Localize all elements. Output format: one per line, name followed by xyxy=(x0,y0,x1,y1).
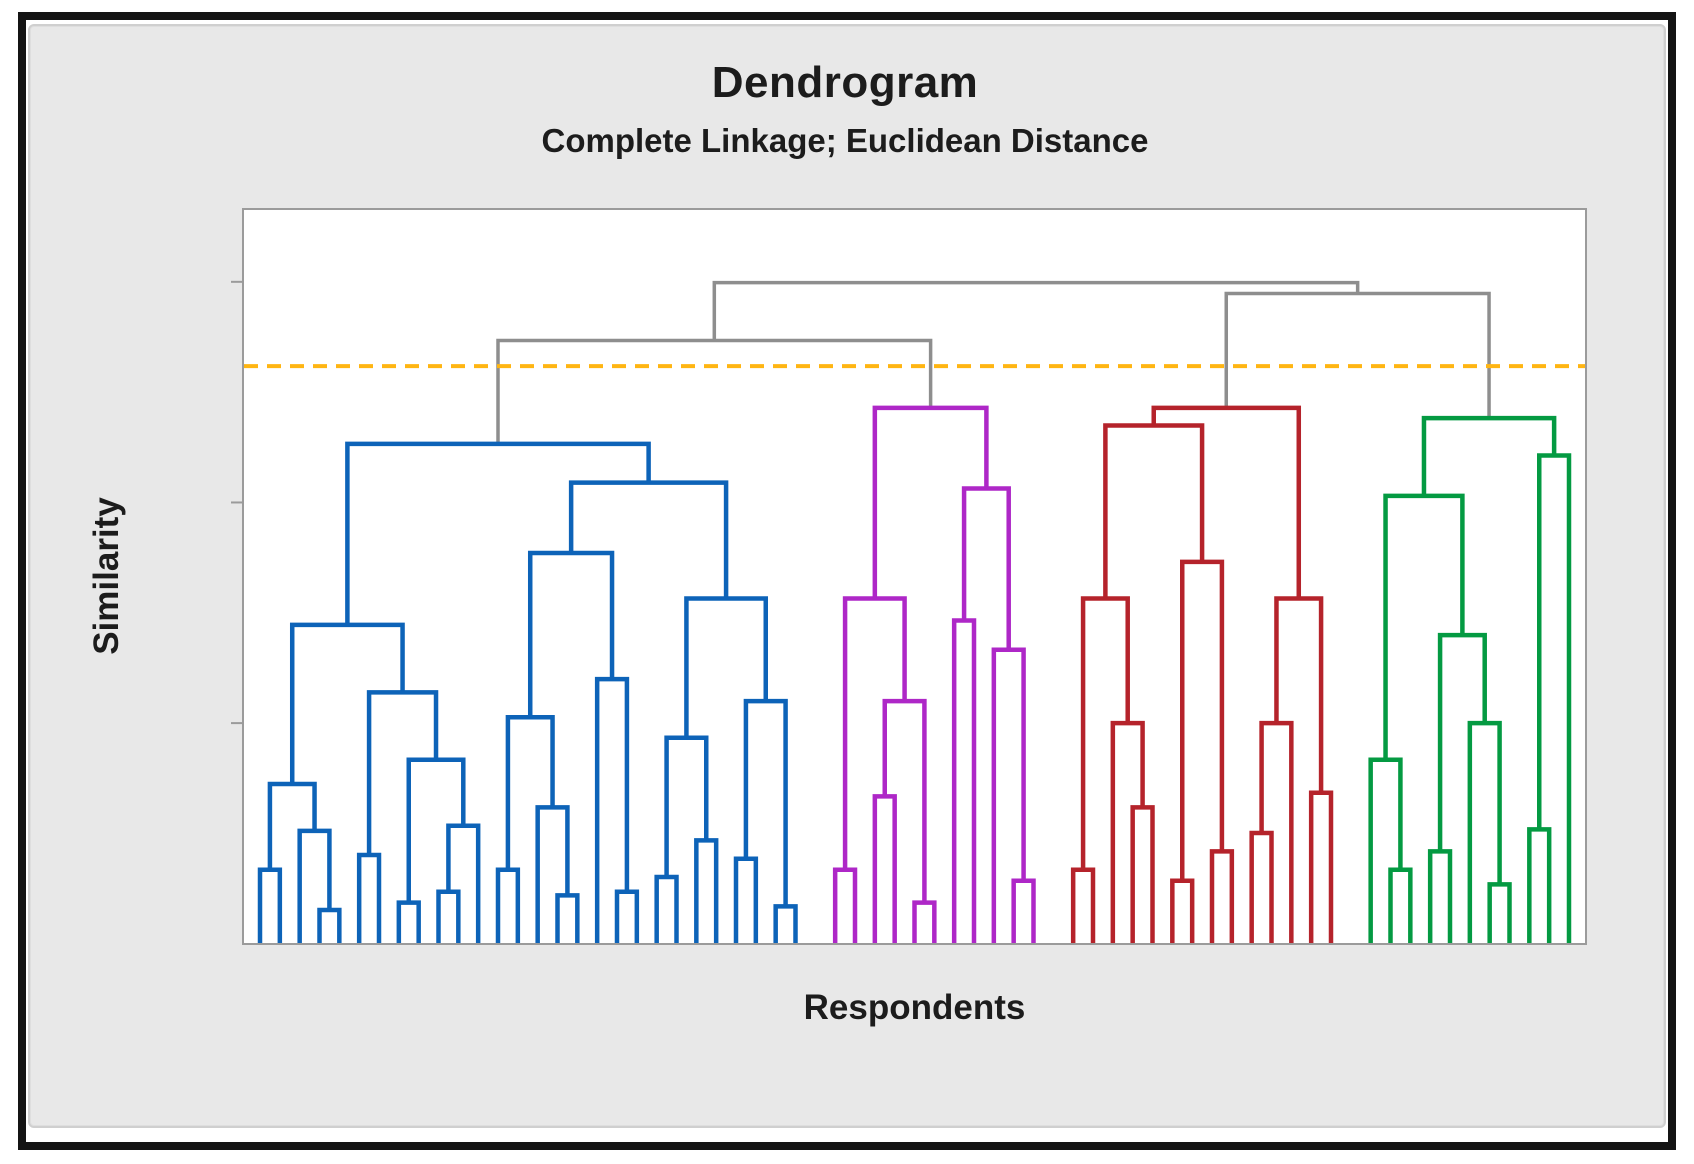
dendrogram-svg xyxy=(231,280,1585,943)
x-axis-label: Respondents xyxy=(803,988,1026,1027)
chart-subtitle: Complete Linkage; Euclidean Distance xyxy=(541,122,1149,159)
cluster-1-blue-links xyxy=(257,441,798,943)
y-axis-label: Similarity xyxy=(87,497,126,655)
plot-area xyxy=(231,208,1587,945)
cluster-4-green-links xyxy=(1368,415,1572,943)
chart-title: Dendrogram xyxy=(711,58,979,107)
cluster-2-magenta-links xyxy=(832,405,1036,943)
cluster-3-red-links xyxy=(1070,405,1334,943)
gray-top-links xyxy=(496,280,1491,444)
y-axis-ticks xyxy=(231,280,242,725)
